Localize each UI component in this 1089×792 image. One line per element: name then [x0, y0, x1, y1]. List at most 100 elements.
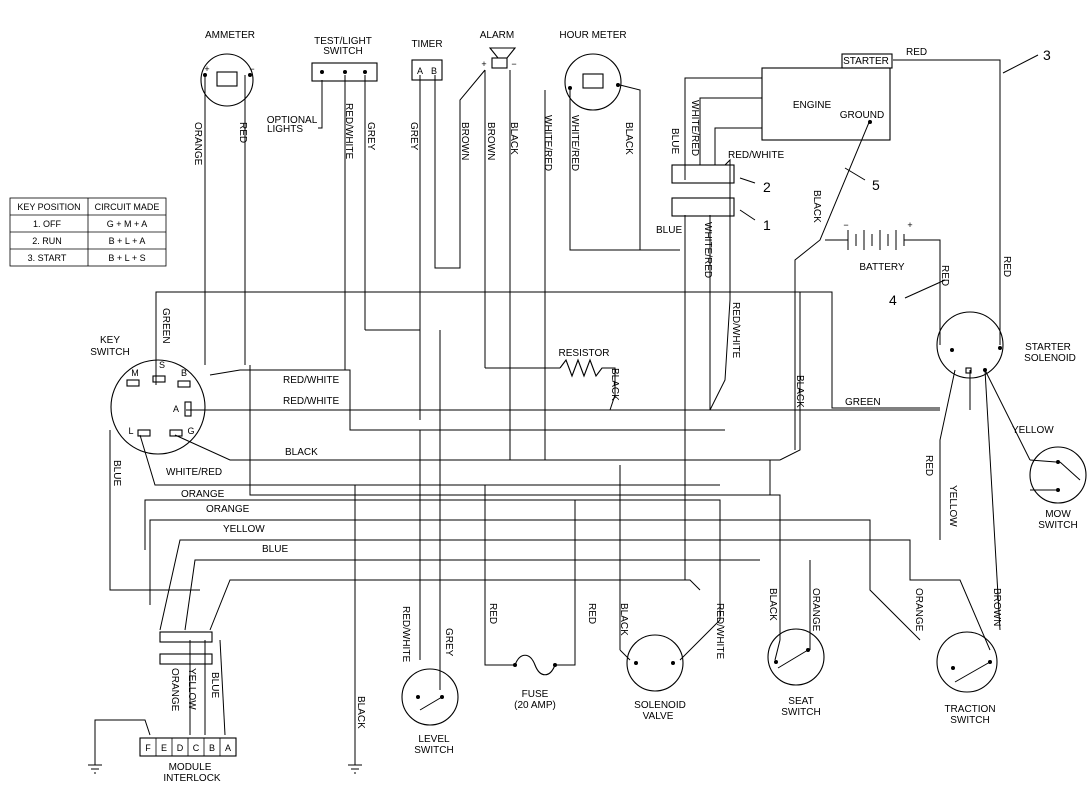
- alarm-label: ALARM: [480, 30, 514, 41]
- fuse-label-1: FUSE: [522, 689, 549, 700]
- test-light-label-1: TEST/LIGHT: [314, 36, 372, 47]
- alarm-minus: −: [511, 59, 516, 69]
- wire-label: GREY: [443, 628, 454, 657]
- wire-buses: [109, 291, 991, 651]
- wire-label: BROWN: [991, 588, 1002, 626]
- wire-label: RED: [237, 122, 248, 143]
- table-header-key-position: KEY POSITION: [17, 202, 80, 212]
- solenoid-valve: SOLENOID VALVE: [626, 634, 686, 722]
- level-switch: LEVEL SWITCH: [401, 668, 459, 756]
- key-terminal-s: S: [159, 360, 165, 370]
- wire-label: BLACK: [508, 122, 519, 155]
- wire-label: YELLOW: [947, 485, 958, 527]
- timer-b: B: [431, 66, 437, 76]
- table-cell: B + L + A: [109, 236, 146, 246]
- engine-label: ENGINE: [793, 100, 832, 111]
- key-switch-label-1: KEY: [100, 335, 120, 346]
- battery: − + BATTERY: [825, 220, 915, 273]
- wire-label: ORANGE: [169, 668, 180, 712]
- wire-label: ORANGE: [913, 588, 924, 632]
- seat-switch: SEAT SWITCH: [767, 628, 825, 718]
- test-light-switch: TEST/LIGHT SWITCH OPTIONAL LIGHTS: [267, 36, 378, 135]
- wire-label: ORANGE: [206, 504, 250, 515]
- alarm: ALARM + −: [480, 30, 517, 69]
- key-terminal-m: M: [131, 368, 139, 378]
- wire-label: BLUE: [262, 544, 288, 555]
- module-pin-c: C: [193, 743, 200, 753]
- solenoid-valve-label-1: SOLENOID: [634, 700, 686, 711]
- ground-label: GROUND: [840, 110, 884, 121]
- wire-label: BLUE: [111, 460, 122, 486]
- wire-label: BLUE: [656, 225, 682, 236]
- wire-label: RED/WHITE: [400, 606, 411, 662]
- ammeter: AMMETER + −: [200, 30, 255, 107]
- wire-label: WHITE/RED: [166, 467, 222, 478]
- test-light-label-2: SWITCH: [323, 46, 362, 57]
- wire-label: BROWN: [459, 122, 470, 160]
- wire-label: YELLOW: [1012, 425, 1054, 436]
- module-label-2: INTERLOCK: [163, 773, 221, 784]
- hour-meter: HOUR METER: [559, 30, 627, 111]
- starter-solenoid: STARTER SOLENOID: [936, 311, 1076, 379]
- ground-symbol-module: [88, 764, 102, 774]
- wire-label: BLACK: [355, 696, 366, 729]
- key-terminal-g: G: [187, 426, 194, 436]
- wire-label: YELLOW: [223, 524, 265, 535]
- key-terminal-a: A: [173, 404, 179, 414]
- wire-label: WHITE/RED: [689, 100, 700, 156]
- wire-label: RED/WHITE: [283, 375, 339, 386]
- callout-3: 3: [1043, 47, 1051, 63]
- wire-label: WHITE/RED: [569, 115, 580, 171]
- key-switch: M S B A L G KEY SWITCH: [90, 335, 206, 455]
- wire-label: RED: [1001, 256, 1012, 277]
- callout-1: 1: [763, 217, 771, 233]
- ammeter-minus: −: [249, 64, 254, 74]
- table-cell: 3. START: [28, 253, 67, 263]
- wire-label: RED/WHITE: [714, 603, 725, 659]
- starter-label: STARTER: [843, 56, 889, 67]
- wire-label: ORANGE: [810, 588, 821, 632]
- fuse: FUSE (20 AMP): [513, 654, 557, 711]
- battery-plus: +: [907, 220, 912, 230]
- battery-label: BATTERY: [859, 262, 905, 273]
- module-pin-a: A: [225, 743, 231, 753]
- callout-4: 4: [889, 292, 897, 308]
- wire-verticals: [94, 59, 1031, 765]
- wire-label: BLUE: [209, 672, 220, 698]
- module-pin-b: B: [209, 743, 215, 753]
- seat-switch-label-2: SWITCH: [781, 707, 820, 718]
- timer-label: TIMER: [411, 39, 442, 50]
- mow-switch-label-1: MOW: [1045, 509, 1071, 520]
- wire-label: RED: [906, 47, 927, 58]
- module-label-1: MODULE: [169, 762, 212, 773]
- battery-minus: −: [843, 220, 848, 230]
- wire-label: WHITE/RED: [542, 115, 553, 171]
- wire-label: BLACK: [285, 447, 318, 458]
- wire-label: YELLOW: [186, 668, 197, 710]
- callouts: 2 1 3 4 5: [739, 47, 1051, 308]
- alarm-plus: +: [481, 59, 486, 69]
- table-cell: B + L + S: [108, 253, 145, 263]
- wire-labels: ORANGE RED RED/WHITE GREY GREY BROWN BRO…: [111, 47, 1054, 729]
- module-pin-f: F: [145, 743, 151, 753]
- wire-label: BLUE: [669, 128, 680, 154]
- key-terminal-b: B: [181, 368, 187, 378]
- fuse-label-2: (20 AMP): [514, 700, 556, 711]
- wire-label: GREEN: [845, 397, 881, 408]
- mow-switch-label-2: SWITCH: [1038, 520, 1077, 531]
- mow-switch: MOW SWITCH: [1029, 446, 1087, 531]
- table-cell: 1. OFF: [33, 219, 62, 229]
- wire-label: BLACK: [811, 190, 822, 223]
- resistor-label: RESISTOR: [559, 348, 610, 359]
- wire-label: GREY: [408, 122, 419, 151]
- connector-1: [671, 197, 735, 217]
- timer: A B TIMER: [411, 39, 443, 81]
- wire-label: GREY: [365, 122, 376, 151]
- wire-label: BLACK: [767, 588, 778, 621]
- wire-label: RED/WHITE: [283, 396, 339, 407]
- key-switch-label-2: SWITCH: [90, 347, 129, 358]
- harness-connector: [159, 631, 213, 665]
- key-terminal-l: L: [128, 426, 133, 436]
- optional-lights-label-1: OPTIONAL: [267, 115, 318, 126]
